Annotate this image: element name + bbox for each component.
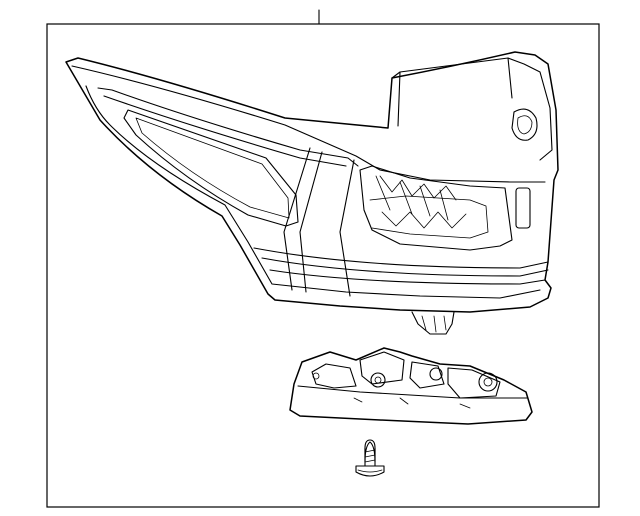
tail-lamp-assembly (65, 51, 559, 335)
screw-head (355, 465, 385, 477)
wiring-connector (411, 311, 455, 335)
lamp-bulb-socket-bracket (289, 347, 533, 425)
socket-clip-left (311, 363, 357, 389)
socket-tabs (353, 397, 471, 409)
reflector-cavity (359, 165, 513, 251)
rear-housing-edges (397, 57, 513, 127)
screw-threads (364, 449, 376, 463)
socket-contact (409, 361, 445, 389)
reflector-facets (375, 175, 449, 221)
lens-inner-border (71, 65, 546, 299)
connector-ribs (421, 315, 447, 333)
lower-light-bars (253, 247, 549, 285)
socket-screw-hole-3 (478, 372, 498, 392)
socket-clip-right (447, 367, 501, 399)
upper-light-strip-inner (103, 95, 347, 167)
reflector-lens (369, 195, 489, 239)
left-lens-window-inner (135, 117, 290, 219)
diagram-frame (46, 23, 600, 508)
socket-screw-hole-3-inner (483, 377, 493, 387)
socket-screw-hole-1 (370, 372, 386, 388)
socket-plate-edge (297, 385, 529, 399)
rear-housing-box (391, 57, 553, 161)
mounting-boss (511, 108, 538, 141)
socket-screw-hole-2 (429, 367, 443, 381)
upper-light-strip (97, 87, 359, 167)
screw-head-flange (357, 469, 383, 473)
led-zigzag-upper (379, 175, 457, 201)
socket-body (359, 351, 405, 385)
socket-pin (312, 372, 320, 380)
side-marker-slot (515, 187, 531, 229)
led-zigzag-lower (381, 211, 467, 229)
mounting-boss-hole (517, 115, 533, 135)
lamp-housing-outline (65, 51, 559, 313)
left-lens-window (123, 109, 299, 227)
screw-body (364, 439, 376, 467)
socket-screw-hole-1-inner (374, 376, 382, 384)
mounting-screw (355, 439, 385, 477)
lens-divider-strips (283, 147, 355, 297)
